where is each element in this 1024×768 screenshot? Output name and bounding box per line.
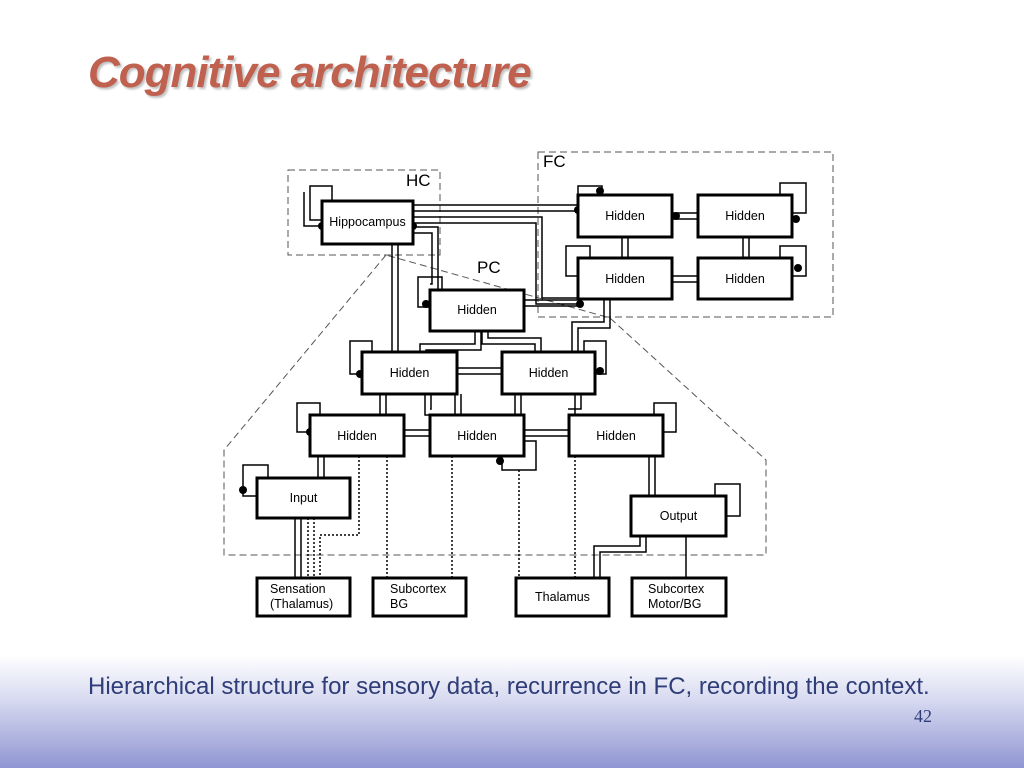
svg-text:Output: Output (660, 509, 698, 523)
pc-hidden-node-mid-left: Hidden (360, 350, 459, 396)
hc-region (287, 169, 441, 256)
fc-hidden-node-2: Hidden (696, 193, 794, 239)
svg-text:Sensation: Sensation (270, 582, 326, 596)
subcortex-motor-bg-node: Subcortex Motor/BG (630, 576, 728, 618)
svg-text:Hidden: Hidden (596, 429, 636, 443)
svg-text:Subcortex: Subcortex (648, 582, 705, 596)
svg-text:BG: BG (390, 597, 408, 611)
svg-text:Input: Input (290, 491, 318, 505)
svg-text:Hidden: Hidden (725, 209, 765, 223)
pc-hidden-node-low-right: Hidden (567, 413, 665, 458)
svg-text:Hidden: Hidden (457, 429, 497, 443)
slide-caption: Hierarchical structure for sensory data,… (88, 673, 930, 700)
hippocampus-node: Hippocampus (320, 199, 415, 246)
svg-text:Hidden: Hidden (390, 366, 430, 380)
svg-text:(Thalamus): (Thalamus) (270, 597, 333, 611)
svg-text:Hippocampus: Hippocampus (329, 215, 405, 229)
fc-hidden-node-4: Hidden (696, 256, 794, 301)
svg-text:Hidden: Hidden (337, 429, 377, 443)
svg-text:Hidden: Hidden (725, 272, 765, 286)
output-node: Output (629, 494, 728, 538)
thalamus-node: Thalamus (514, 576, 611, 618)
svg-text:Hidden: Hidden (605, 209, 645, 223)
pc-region (223, 254, 767, 556)
dotted-connections (307, 456, 576, 578)
svg-text:Thalamus: Thalamus (535, 590, 590, 604)
input-node: Input (255, 476, 352, 520)
fc-hidden-node-3: Hidden (576, 256, 674, 301)
svg-text:Hidden: Hidden (457, 303, 497, 317)
fc-region (537, 151, 834, 318)
slide-title: Cognitive architecture (88, 48, 532, 97)
pc-region-label: PC (477, 258, 501, 277)
svg-text:Hidden: Hidden (529, 366, 569, 380)
region-boundaries (223, 151, 834, 556)
svg-text:Subcortex: Subcortex (390, 582, 447, 596)
svg-text:Hidden: Hidden (605, 272, 645, 286)
fc-hidden-node-1: Hidden (576, 193, 674, 239)
svg-text:Motor/BG: Motor/BG (648, 597, 702, 611)
pc-hidden-node-low-center: Hidden (428, 413, 526, 458)
pc-hidden-node-top: Hidden (428, 288, 526, 333)
subcortex-bg-node: Subcortex BG (371, 576, 468, 618)
slide-number: 42 (914, 706, 932, 726)
pc-hidden-node-low-left: Hidden (308, 413, 406, 458)
connections (294, 204, 750, 578)
hc-region-label: HC (406, 171, 431, 190)
sensation-thalamus-node: Sensation (Thalamus) (255, 576, 352, 618)
pc-hidden-node-mid-right: Hidden (500, 350, 597, 396)
fc-region-label: FC (543, 152, 566, 171)
